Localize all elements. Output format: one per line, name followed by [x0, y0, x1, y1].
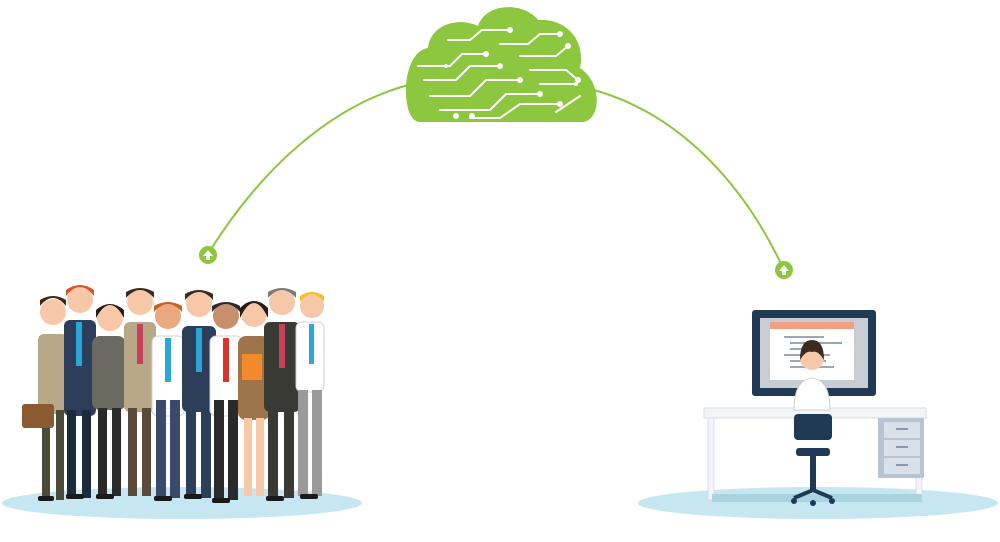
person [182, 290, 216, 498]
right-connection-arc [585, 87, 785, 271]
business-people-group [22, 285, 325, 503]
office-chair [791, 414, 835, 506]
worker [793, 340, 831, 411]
person [124, 288, 156, 496]
person [151, 302, 185, 498]
left-upload-arrow-icon [199, 246, 217, 264]
person [64, 285, 96, 498]
left-connection-arc [207, 83, 413, 255]
right-upload-arrow-icon [775, 261, 793, 279]
office-workstation [703, 310, 927, 506]
person [92, 304, 126, 496]
person [22, 296, 68, 500]
person [264, 288, 300, 498]
cloud-circuit-icon [405, 7, 597, 123]
person [238, 301, 270, 496]
person [295, 292, 325, 496]
person [209, 302, 243, 500]
